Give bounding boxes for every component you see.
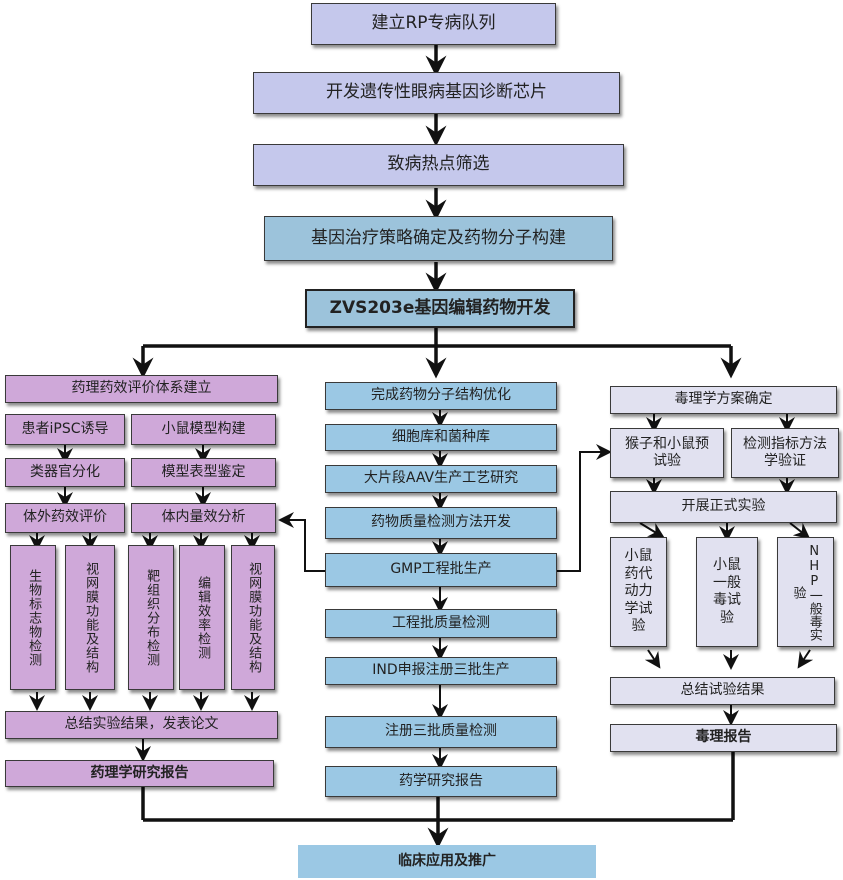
mouse-model-construction: 小鼠模型构建 xyxy=(131,414,276,445)
box-label: 药学研究报告 xyxy=(399,772,483,789)
clinical-application: 临床应用及推广 xyxy=(298,845,596,878)
step-gene-therapy-strategy: 基因治疗策略确定及药物分子构建 xyxy=(264,216,613,261)
step-label: 基因治疗策略确定及药物分子构建 xyxy=(311,227,566,248)
retina-function-structure-2: 视网膜功能及结构 xyxy=(231,545,275,690)
nhp-general-tox: NHP一般毒实验 xyxy=(777,537,834,647)
box-label-line: 毒试 xyxy=(713,592,741,608)
ipsc-induction: 患者iPSC诱导 xyxy=(5,414,125,445)
quality-method-development: 药物质量检测方法开发 xyxy=(325,507,557,539)
box-label-line: 一般 xyxy=(713,574,741,591)
biomarker-detection: 生物标志物检测 xyxy=(10,545,56,690)
box-label: 临床应用及推广 xyxy=(398,852,496,869)
pre-trial: 猴子和小鼠预试验 xyxy=(610,428,724,478)
box-label: 毒理报告 xyxy=(695,729,752,746)
box-label-line: 药代 xyxy=(624,565,653,582)
box-label: 总结实验结果，发表论文 xyxy=(64,716,219,733)
box-label: 猴子和小鼠预试验 xyxy=(625,435,709,470)
box-label: 毒理学方案确定 xyxy=(674,391,773,408)
molecule-optimization: 完成药物分子结构优化 xyxy=(325,382,557,410)
in-vitro-efficacy: 体外药效评价 xyxy=(5,503,125,533)
organoid-differentiation: 类器官分化 xyxy=(5,458,125,487)
box-label-line: 验 xyxy=(720,609,734,626)
box-label: 生物标志物检测 xyxy=(26,568,42,667)
ind-registration-batches: IND申报注册三批生产 xyxy=(325,657,557,685)
box-label: 视网膜功能及结构 xyxy=(246,561,262,674)
step-label: ZVS203e基因编辑药物开发 xyxy=(329,297,551,318)
box-label: NHP一般毒实验 xyxy=(790,543,822,641)
box-label: 药理学研究报告 xyxy=(90,764,189,781)
cell-bank: 细胞库和菌种库 xyxy=(325,424,557,451)
retina-function-structure-1: 视网膜功能及结构 xyxy=(65,545,115,690)
box-label: 注册三批质量检测 xyxy=(385,723,497,740)
box-label: 完成药物分子结构优化 xyxy=(371,387,511,404)
box-label: GMP工程批生产 xyxy=(390,561,492,578)
tissue-distribution: 靶组织分布检测 xyxy=(128,545,174,690)
pharmacology-summary: 总结实验结果，发表论文 xyxy=(5,711,278,739)
engineering-batch-qc: 工程批质量检测 xyxy=(325,609,557,638)
aav-process-research: 大片段AAV生产工艺研究 xyxy=(325,465,557,493)
box-label: 工程批质量检测 xyxy=(392,614,490,631)
box-label: 靶组织分布检测 xyxy=(144,568,160,667)
box-label: 编辑效率检测 xyxy=(195,575,211,660)
pharmacology-report: 药理学研究报告 xyxy=(5,760,274,787)
toxicology-summary: 总结试验结果 xyxy=(610,677,835,705)
box-label: 药理药效评价体系建立 xyxy=(71,380,212,397)
box-label: 检测指标方法学验证 xyxy=(743,435,827,470)
formal-experiment: 开展正式实验 xyxy=(610,491,837,523)
box-label-line: 小鼠 xyxy=(713,557,741,573)
step-rp-cohort: 建立RP专病队列 xyxy=(311,3,556,45)
pharmacology-header: 药理药效评价体系建立 xyxy=(5,375,278,403)
box-label: 类器官分化 xyxy=(30,463,100,480)
cmc-report: 药学研究报告 xyxy=(325,766,557,797)
toxicology-header: 毒理学方案确定 xyxy=(610,386,837,414)
toxicology-report: 毒理报告 xyxy=(610,724,837,752)
method-validation: 检测指标方法学验证 xyxy=(731,428,839,478)
step-label: 建立RP专病队列 xyxy=(371,13,496,34)
box-label: 总结试验结果 xyxy=(680,682,765,699)
box-label: 细胞库和菌种库 xyxy=(392,428,490,445)
box-label-line: 小鼠 xyxy=(624,548,653,565)
box-label: 大片段AAV生产工艺研究 xyxy=(363,470,519,487)
box-label: 药物质量检测方法开发 xyxy=(371,514,511,531)
gmp-production: GMP工程批生产 xyxy=(325,553,557,587)
step-label: 致病热点筛选 xyxy=(387,154,490,175)
registration-batch-qc: 注册三批质量检测 xyxy=(325,716,557,748)
box-label: IND申报注册三批生产 xyxy=(372,662,510,679)
model-phenotype: 模型表型鉴定 xyxy=(131,458,276,487)
mouse-pk-study: 小鼠 药代 动力 学试 验 xyxy=(610,537,667,647)
box-label: 小鼠模型构建 xyxy=(161,420,246,437)
step-hotspot-screening: 致病热点筛选 xyxy=(253,144,624,186)
box-label: 视网膜功能及结构 xyxy=(83,561,99,674)
mouse-general-tox: 小鼠 一般 毒试 验 xyxy=(696,537,758,647)
box-label-line: 验 xyxy=(631,618,646,635)
editing-efficiency: 编辑效率检测 xyxy=(179,545,225,690)
in-vivo-dose-effect: 体内量效分析 xyxy=(131,503,276,533)
box-label: 体外药效评价 xyxy=(23,509,107,526)
box-label: 体内量效分析 xyxy=(161,509,246,526)
step-drug-development: ZVS203e基因编辑药物开发 xyxy=(305,289,575,328)
step-label: 开发遗传性眼病基因诊断芯片 xyxy=(326,82,547,103)
box-label: 患者iPSC诱导 xyxy=(21,420,109,437)
box-label-line: 动力 xyxy=(624,583,653,600)
step-diagnostic-chip: 开发遗传性眼病基因诊断芯片 xyxy=(253,72,620,114)
box-label: 开展正式实验 xyxy=(681,498,766,515)
box-label: 模型表型鉴定 xyxy=(161,463,246,480)
box-label-line: 学试 xyxy=(624,600,653,617)
